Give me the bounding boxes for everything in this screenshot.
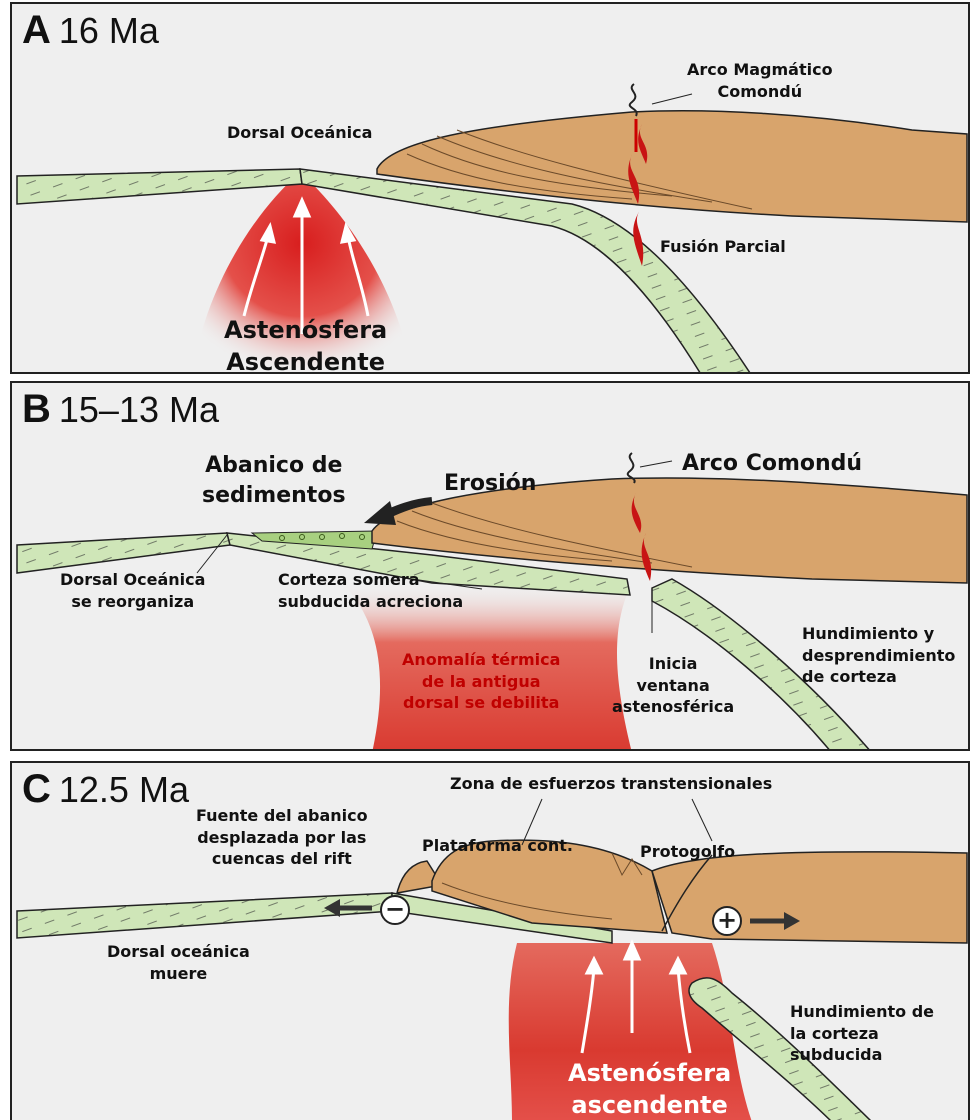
continental-crust xyxy=(652,852,967,943)
arc-label: Arco Comondú xyxy=(682,449,862,479)
plus-symbol: + xyxy=(712,906,742,936)
erosion-label: Erosión xyxy=(444,469,536,499)
partial-melt-label: Fusión Parcial xyxy=(660,236,786,258)
protogulf-label: Protogolfo xyxy=(640,841,735,863)
minus-symbol: − xyxy=(380,895,410,925)
stress-zone-label: Zona de esfuerzos transtensionales xyxy=(450,773,772,795)
ridge-label: Dorsal Oceánica xyxy=(227,122,372,144)
continental-platform-label: Plataforma cont. xyxy=(422,835,573,857)
